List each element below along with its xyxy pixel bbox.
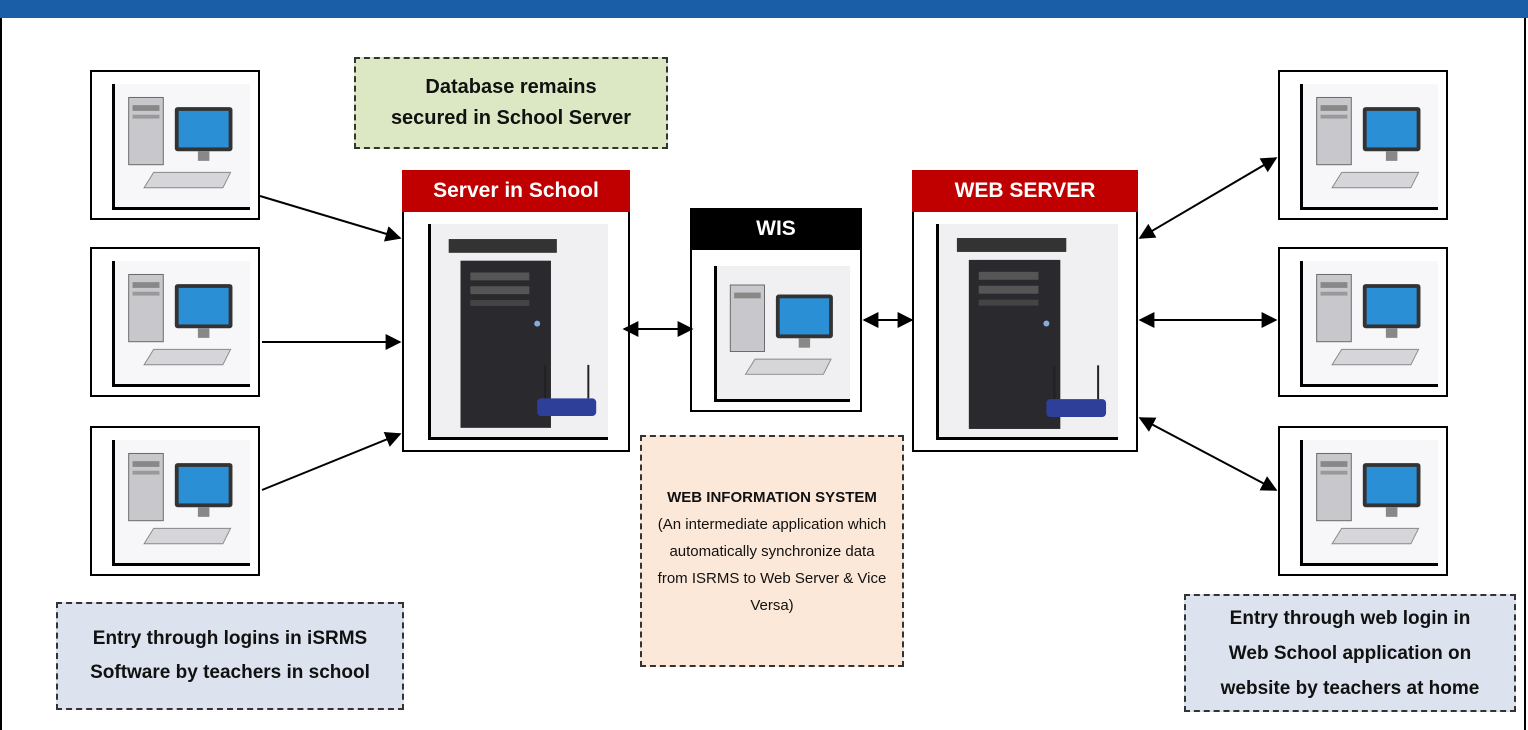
desktop-computer-icon: [1300, 261, 1438, 387]
right-entry-note: Entry through web login in Web School app…: [1184, 594, 1516, 712]
desktop-computer-icon: [112, 440, 250, 566]
client-pc-left-2: [90, 247, 260, 397]
database-note-line1: Database remains: [425, 76, 597, 98]
client-pc-left-3: [90, 426, 260, 576]
desktop-computer-icon: [714, 266, 850, 402]
right-note-line2: Web School application on: [1228, 642, 1472, 664]
client-pc-left-1: [90, 70, 260, 220]
wis-note-body: (An intermediate application which autom…: [657, 515, 887, 614]
desktop-computer-icon: [1300, 84, 1438, 210]
school-server-title: Server in School: [402, 170, 630, 212]
wis-node: [690, 246, 862, 412]
wis-description-note: WEB INFORMATION SYSTEM (An intermediate …: [640, 435, 904, 667]
desktop-computer-icon: [112, 84, 250, 210]
database-security-note: Database remains secured in School Server: [354, 57, 668, 149]
desktop-computer-icon: [112, 261, 250, 387]
tower-server-icon: [428, 224, 608, 440]
right-note-line3: website by teachers at home: [1220, 677, 1480, 699]
web-server-node: [912, 210, 1138, 452]
school-server-node: [402, 210, 630, 452]
left-note-line1: Entry through logins in iSRMS: [92, 628, 368, 649]
client-pc-right-2: [1278, 247, 1448, 397]
right-note-line1: Entry through web login in: [1229, 607, 1471, 629]
left-entry-note: Entry through logins in iSRMS Software by…: [56, 602, 404, 710]
left-note-line2: Software by teachers in school: [90, 662, 370, 683]
wis-note-heading: WEB INFORMATION SYSTEM: [667, 488, 877, 506]
tower-server-icon: [936, 224, 1118, 440]
desktop-computer-icon: [1300, 440, 1438, 566]
diagram-frame: [0, 18, 1526, 730]
client-pc-right-1: [1278, 70, 1448, 220]
database-note-line2: secured in School Server: [390, 107, 632, 129]
wis-title: WIS: [690, 208, 862, 250]
web-server-title: WEB SERVER: [912, 170, 1138, 212]
client-pc-right-3: [1278, 426, 1448, 576]
top-banner: [0, 0, 1528, 18]
